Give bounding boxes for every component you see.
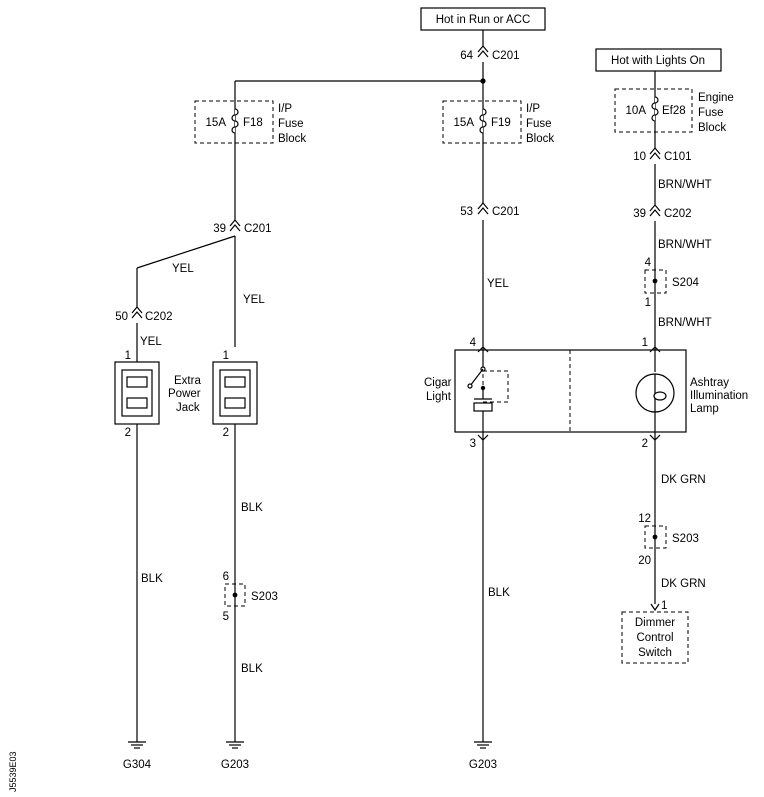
connector-c202-right: C202 [664, 208, 692, 220]
connector-symbols [131, 45, 661, 319]
extra-power-jack-label-2: Power [168, 388, 201, 400]
dimmer-switch-label-1: Dimmer [635, 617, 675, 629]
ashtray-illumination-lamp: 1 2 Ashtray Illumination Lamp [635, 337, 748, 450]
figure-code: J5539E03 [8, 751, 18, 792]
fuse-f18-rating: 15A [206, 117, 227, 129]
power-source-run-acc: Hot in Run or ACC [420, 7, 546, 31]
fuse-ef28-block-1: Engine [698, 92, 734, 104]
dimmer-control-switch: 1 Dimmer Control Switch [621, 600, 689, 664]
connector-c202-right-pin: 39 [633, 208, 646, 220]
wire-label-blk-c: BLK [241, 663, 263, 675]
power-jack-2-pin-bot: 2 [223, 427, 229, 439]
wires [136, 30, 656, 742]
splice-s203-right-pin-top: 12 [638, 513, 651, 525]
connector-c202-left-pin: 50 [115, 311, 128, 323]
ground-g304-label: G304 [123, 759, 152, 771]
dimmer-switch-pin: 1 [661, 600, 667, 612]
ground-g304: G304 [123, 741, 152, 771]
connector-c201-left: C201 [244, 223, 272, 235]
wire-label-brn-3: BRN/WHT [658, 317, 712, 329]
connector-c101-pin: 10 [633, 151, 646, 163]
wire-label-yel-left-mid: YEL [243, 294, 265, 306]
connector-c201-mid-pin: 53 [460, 206, 473, 218]
fuse-f19-rating: 15A [454, 117, 475, 129]
splice-s204: 4 1 S204 [644, 257, 699, 309]
extra-power-jack-pin-bot: 2 [125, 427, 131, 439]
fuse-f18-block-1: I/P [278, 103, 292, 115]
fuse-ef28: 10A Ef28 Engine Fuse Block [614, 88, 734, 134]
power-source-lights-on: Hot with Lights On [595, 48, 722, 72]
wire-label-blk-a: BLK [241, 502, 263, 514]
ground-g203-mid: G203 [469, 741, 497, 771]
connector-c202-left: C202 [145, 311, 173, 323]
extra-power-jack-pin-top: 1 [125, 350, 131, 362]
fuse-f18-id: F18 [243, 117, 263, 129]
wire-label-yel-branch: YEL [172, 263, 194, 275]
ground-g203-left-label: G203 [221, 759, 249, 771]
fuse-f19-block-2: Fuse [526, 118, 552, 130]
wire-label-yel-mid: YEL [487, 278, 509, 290]
splice-s203-left-pin-bot: 5 [223, 611, 229, 623]
wire-label-brn-1: BRN/WHT [658, 179, 712, 191]
power-source-run-acc-label: Hot in Run or ACC [436, 14, 531, 26]
splice-s203-right: 12 20 S203 [638, 513, 699, 567]
ground-g203-left: G203 [221, 741, 249, 771]
fuse-ef28-block-3: Block [698, 122, 726, 134]
splice-s204-id: S204 [672, 277, 699, 289]
power-jack-2-pin-top: 1 [223, 350, 229, 362]
wire-label-dkgrn-2: DK GRN [661, 578, 706, 590]
ashtray-lamp-label-1: Ashtray [690, 377, 729, 389]
ashtray-lamp-label-2: Illumination [690, 390, 748, 402]
fuse-f19-id: F19 [491, 117, 511, 129]
ashtray-lamp-pin-top: 1 [642, 337, 648, 349]
ashtray-lamp-label-3: Lamp [690, 403, 719, 415]
fuse-f18: 15A F18 I/P Fuse Block [194, 100, 306, 145]
power-source-lights-on-label: Hot with Lights On [611, 55, 705, 67]
cigar-light-label-1: Cigar [424, 377, 452, 389]
splice-s203-right-pin-bot: 20 [638, 555, 651, 567]
dimmer-switch-label-2: Control [636, 632, 673, 644]
wire-label-blk-b: BLK [141, 573, 163, 585]
fuse-ef28-rating: 10A [626, 105, 647, 117]
cigar-light-label-2: Light [426, 391, 452, 403]
fuse-ef28-block-2: Fuse [698, 107, 724, 119]
extra-power-jack-label-3: Jack [176, 402, 200, 414]
extra-power-jack-label-1: Extra [174, 375, 201, 387]
connector-c201-mid: C201 [492, 206, 520, 218]
power-jack-2: 1 2 [212, 350, 258, 439]
ground-g203-mid-label: G203 [469, 759, 497, 771]
splice-s203-right-id: S203 [672, 533, 699, 545]
connector-c201-left-pin: 39 [213, 223, 226, 235]
fuse-f19-block-1: I/P [526, 103, 540, 115]
connector-c101: C101 [664, 151, 692, 163]
wire-label-yel-left-lower: YEL [140, 336, 162, 348]
ashtray-lamp-pin-bot: 2 [642, 438, 648, 450]
cigar-light-pin-top: 4 [470, 337, 477, 349]
splice-s203-left-pin-top: 6 [223, 571, 229, 583]
fuse-f18-block-3: Block [278, 133, 306, 145]
fuse-f19: 15A F19 I/P Fuse Block [442, 100, 554, 145]
fuse-ef28-id: Ef28 [662, 105, 686, 117]
splice-s203-left-id: S203 [251, 591, 278, 603]
splice-s203-left: 6 5 S203 [223, 571, 278, 623]
fuse-f19-block-3: Block [526, 133, 554, 145]
cigar-light: 4 3 Cigar Light [424, 337, 509, 450]
fuse-f18-block-2: Fuse [278, 118, 304, 130]
extra-power-jack: 1 2 Extra Power Jack [114, 350, 201, 439]
splice-s204-pin-top: 4 [645, 257, 652, 269]
wire-label-blk-d: BLK [488, 587, 510, 599]
cigar-light-pin-bot: 3 [470, 438, 476, 450]
dimmer-switch-label-3: Switch [638, 647, 672, 659]
wire-label-brn-2: BRN/WHT [658, 239, 712, 251]
wire-label-dkgrn-1: DK GRN [661, 474, 706, 486]
connector-c201-top-pin: 64 [460, 50, 473, 62]
splice-s204-pin-bot: 1 [645, 297, 651, 309]
connector-c201-top: C201 [492, 50, 520, 62]
